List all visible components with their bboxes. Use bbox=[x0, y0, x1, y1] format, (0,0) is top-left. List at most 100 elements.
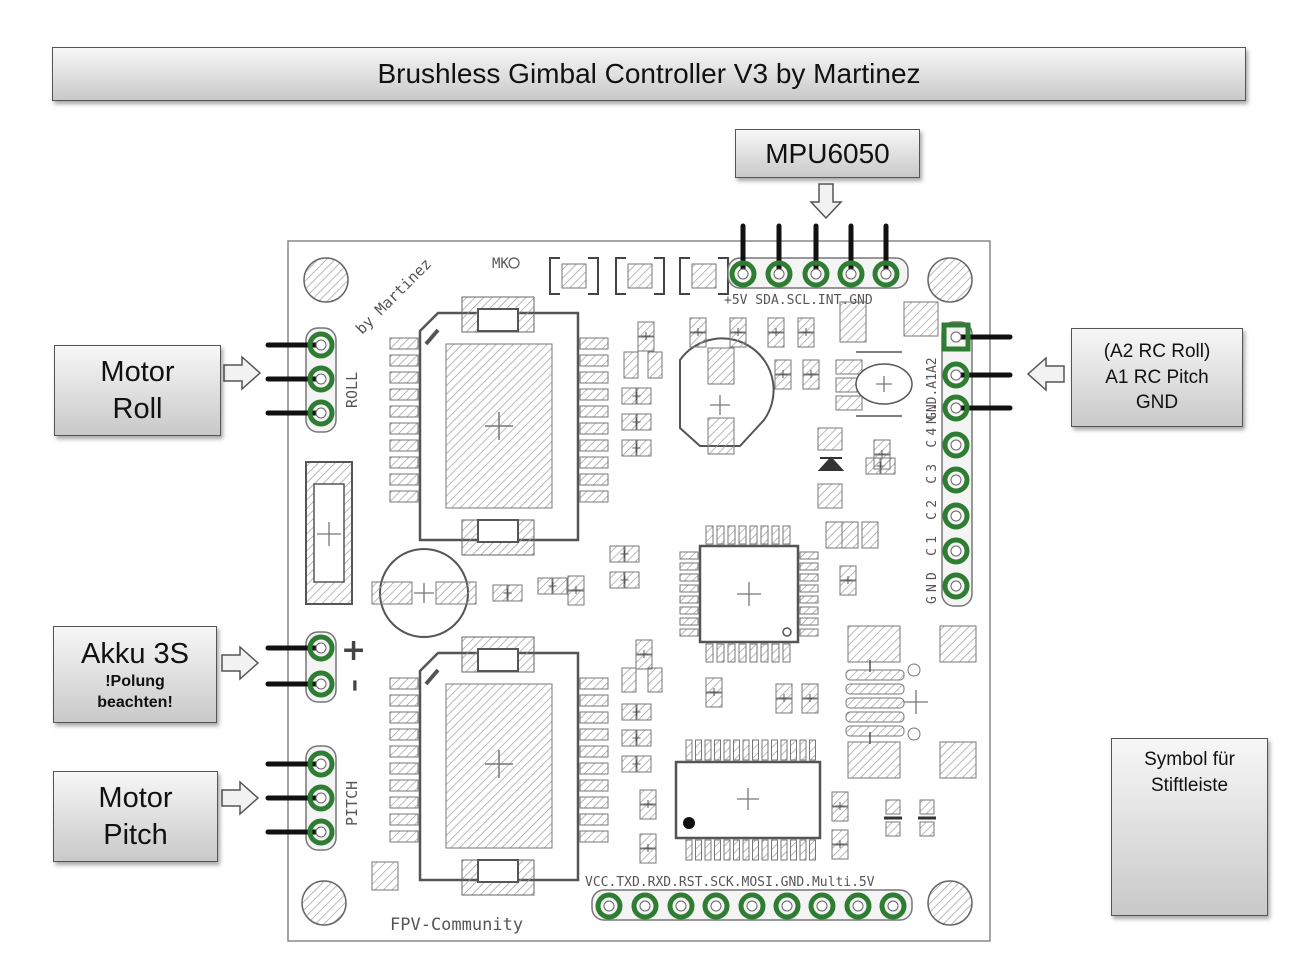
pin-pad bbox=[307, 670, 335, 698]
smd-mark bbox=[644, 844, 652, 852]
pin-pad bbox=[808, 892, 836, 920]
smd-mark bbox=[779, 370, 787, 378]
pin-pad bbox=[837, 260, 865, 288]
smd-mark bbox=[503, 589, 512, 597]
smd-outline bbox=[615, 257, 665, 295]
soic-pad bbox=[780, 739, 788, 761]
transistor bbox=[835, 301, 939, 417]
qfp-pad bbox=[727, 525, 736, 545]
qfp-pad bbox=[679, 606, 699, 615]
diode bbox=[817, 427, 845, 509]
qfp-pad bbox=[799, 628, 819, 637]
ic-pad bbox=[579, 796, 609, 809]
smd-mark bbox=[620, 550, 629, 558]
title-text: Brushless Gimbal Controller V3 by Martin… bbox=[377, 58, 921, 89]
qfp-pad bbox=[782, 525, 791, 545]
smd-pad bbox=[371, 861, 399, 891]
ic-pad bbox=[389, 694, 419, 707]
pin-hole bbox=[810, 268, 822, 280]
ic-pad bbox=[389, 371, 419, 384]
label-motor-roll-line1: Motor bbox=[100, 356, 175, 389]
arrow-rc bbox=[1026, 356, 1065, 392]
qfp-pad bbox=[679, 562, 699, 571]
soic-pad bbox=[685, 739, 693, 761]
pin-pad bbox=[307, 818, 335, 846]
ic-pad bbox=[389, 728, 419, 741]
arrow-pitch bbox=[221, 780, 260, 816]
pin-hole bbox=[315, 678, 327, 690]
soic-pad bbox=[790, 739, 797, 761]
ic-pad bbox=[579, 439, 609, 452]
smd-pad bbox=[885, 799, 901, 815]
ic-pad bbox=[579, 711, 609, 724]
soic-pad bbox=[714, 739, 721, 761]
pin-pad bbox=[942, 431, 970, 459]
qfp-pad bbox=[705, 525, 714, 545]
pin-hole bbox=[639, 900, 651, 912]
silk-right-pins: GND C1 C2 C3 C4M. bbox=[925, 400, 940, 604]
smd-mark bbox=[806, 694, 814, 702]
pin-hole bbox=[737, 268, 749, 280]
qfp-pad bbox=[727, 643, 736, 663]
label-mpu6050: MPU6050 bbox=[735, 129, 920, 178]
pin-pad bbox=[844, 892, 872, 920]
ic-pad bbox=[579, 779, 609, 792]
smd-pad bbox=[647, 351, 663, 379]
label-motor-roll-line2: Roll bbox=[112, 392, 163, 425]
ic-pad bbox=[579, 354, 609, 367]
ic-pad bbox=[389, 405, 419, 418]
soic-pad bbox=[704, 839, 712, 861]
qfp-pad bbox=[749, 525, 758, 545]
label-motor-roll: Motor Roll bbox=[54, 345, 221, 436]
soic-pad bbox=[752, 739, 759, 761]
pin-pad bbox=[942, 502, 970, 530]
pin-pad bbox=[738, 892, 766, 920]
pin-hole bbox=[852, 900, 864, 912]
label-akku-note-line1: !Polung bbox=[105, 672, 165, 690]
ic-pad bbox=[579, 371, 609, 384]
qfp-pad bbox=[799, 606, 819, 615]
driver-ic-top bbox=[389, 296, 609, 556]
label-rc-inputs: (A2 RC Roll) A1 RC Pitch GND bbox=[1071, 328, 1243, 427]
pin-pad bbox=[942, 572, 970, 600]
silk-minus: – bbox=[339, 679, 369, 692]
soic-pad bbox=[790, 839, 797, 861]
smd-mark bbox=[572, 586, 580, 594]
soic-pad bbox=[695, 839, 702, 861]
label-akku-title: Akku 3S bbox=[81, 637, 189, 670]
qfp-pad bbox=[799, 551, 819, 560]
pin-hole bbox=[315, 373, 327, 385]
smd-mark bbox=[780, 694, 788, 702]
pin-hole bbox=[950, 580, 962, 592]
qfp-pad bbox=[799, 573, 819, 582]
pin-hole bbox=[845, 268, 857, 280]
smd-pad bbox=[919, 821, 935, 837]
ic-pad bbox=[579, 490, 609, 503]
soic-pad bbox=[771, 839, 778, 861]
ic-pad bbox=[579, 456, 609, 469]
soic-pad bbox=[771, 739, 778, 761]
ic-pad bbox=[579, 813, 609, 826]
label-rc-line1: (A2 RC Roll) bbox=[1103, 341, 1211, 363]
label-akku-note-line2: beachten! bbox=[97, 693, 173, 711]
pin-pad bbox=[307, 331, 335, 359]
pin-pad bbox=[307, 634, 335, 662]
smd-passives bbox=[371, 257, 936, 891]
pin-pad bbox=[307, 399, 335, 427]
soic-pad bbox=[733, 839, 740, 861]
smd-pad bbox=[627, 263, 653, 289]
ic-pad bbox=[389, 745, 419, 758]
qfp-pad bbox=[799, 584, 819, 593]
smd-mark bbox=[734, 328, 742, 336]
label-symbol-legend: Symbol für Stiftleiste bbox=[1111, 738, 1268, 916]
ic-pad bbox=[389, 711, 419, 724]
soic-pad bbox=[809, 739, 816, 761]
soic-pad bbox=[685, 839, 693, 861]
qfp-pad bbox=[679, 584, 699, 593]
ic-pad bbox=[579, 677, 609, 690]
qfp-pad bbox=[799, 562, 819, 571]
ic-pad bbox=[579, 728, 609, 741]
label-mpu-text: MPU6050 bbox=[765, 138, 890, 169]
ic-pad bbox=[579, 422, 609, 435]
header-frame bbox=[941, 321, 973, 607]
